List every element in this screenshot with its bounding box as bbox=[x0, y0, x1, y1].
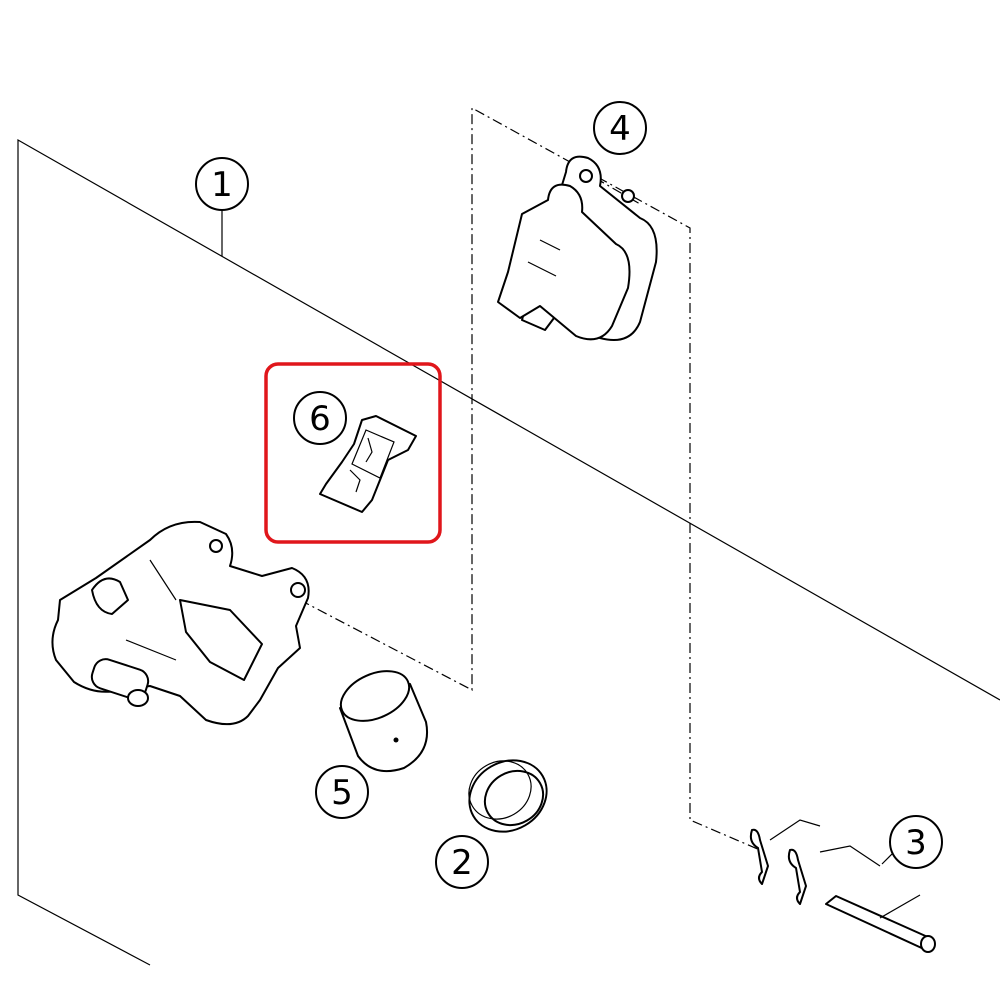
callout-5-label: 5 bbox=[331, 773, 353, 813]
callout-4-label: 4 bbox=[609, 109, 631, 149]
callout-3: 3 bbox=[889, 815, 943, 869]
callout-3-label: 3 bbox=[905, 823, 927, 863]
seal-ring-part[interactable] bbox=[456, 747, 559, 846]
piston-part[interactable] bbox=[333, 661, 428, 772]
callout-5: 5 bbox=[315, 765, 369, 819]
brake-caliper-part[interactable] bbox=[51, 520, 310, 726]
callout-6-label: 6 bbox=[309, 399, 331, 439]
assembly-plane-outline bbox=[17, 138, 1000, 966]
callout-1: 1 bbox=[195, 157, 249, 211]
brake-pad-part[interactable] bbox=[497, 155, 658, 341]
pin-clip-part[interactable] bbox=[749, 819, 936, 953]
callout-4: 4 bbox=[593, 101, 647, 155]
callout-2: 2 bbox=[435, 835, 489, 889]
callout-1-label: 1 bbox=[211, 165, 233, 205]
highlight-box bbox=[264, 362, 442, 544]
callout-6: 6 bbox=[293, 391, 347, 445]
pad-spring-part[interactable] bbox=[319, 415, 417, 513]
callout-2-label: 2 bbox=[451, 843, 473, 883]
